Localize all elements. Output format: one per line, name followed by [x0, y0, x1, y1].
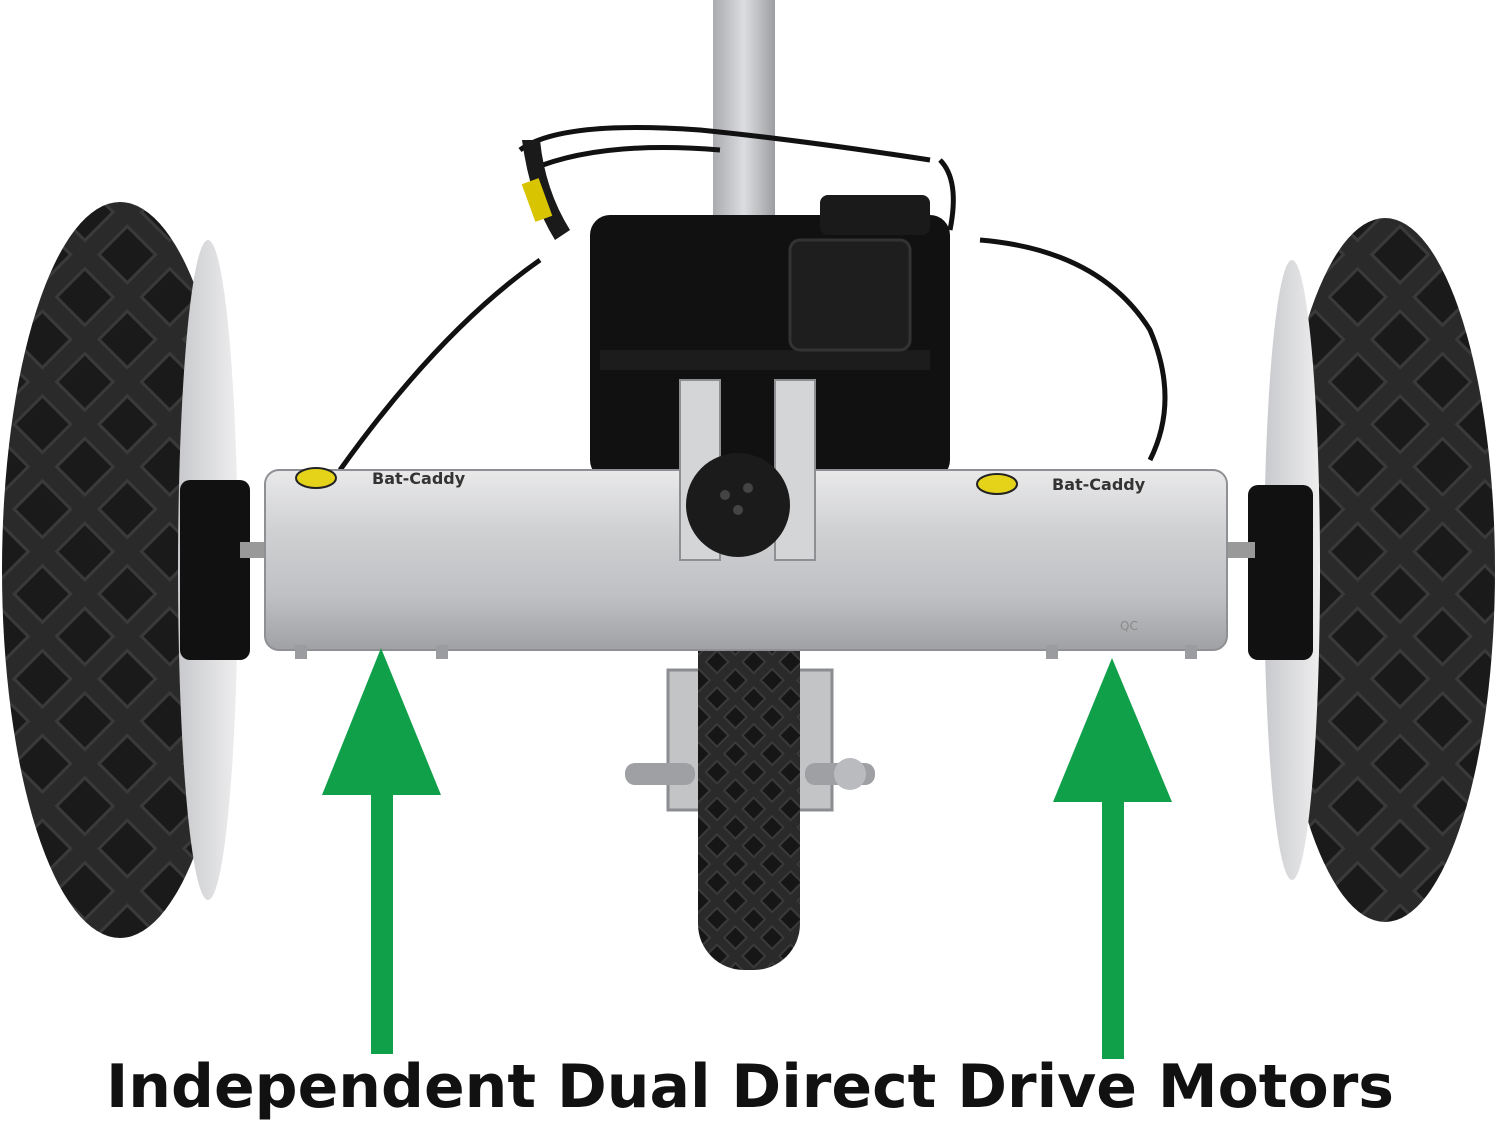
feature-caption: Independent Dual Direct Drive Motors: [105, 1052, 1394, 1122]
arrow-left-motor: [322, 648, 441, 1054]
rear-wheel-right: [1248, 218, 1495, 922]
battery-connector-pouch: [788, 238, 912, 352]
rear-wheel-left: [2, 202, 250, 938]
front-wheel: [698, 585, 800, 970]
brand-logo-right: Bat-Caddy: [976, 473, 1146, 495]
handle-clip: [522, 140, 570, 240]
axle-qc-mark: QC: [1120, 619, 1138, 633]
svg-text:Bat-Caddy: Bat-Caddy: [1052, 475, 1146, 494]
axle-bolts: [295, 645, 1197, 659]
arrow-right-motor: [1053, 658, 1172, 1059]
wiring-cables: [337, 125, 1168, 472]
brand-logo-left: Bat-Caddy: [295, 467, 466, 489]
svg-text:Bat-Caddy: Bat-Caddy: [372, 469, 466, 488]
front-wheel-bolt-left: [625, 763, 695, 785]
